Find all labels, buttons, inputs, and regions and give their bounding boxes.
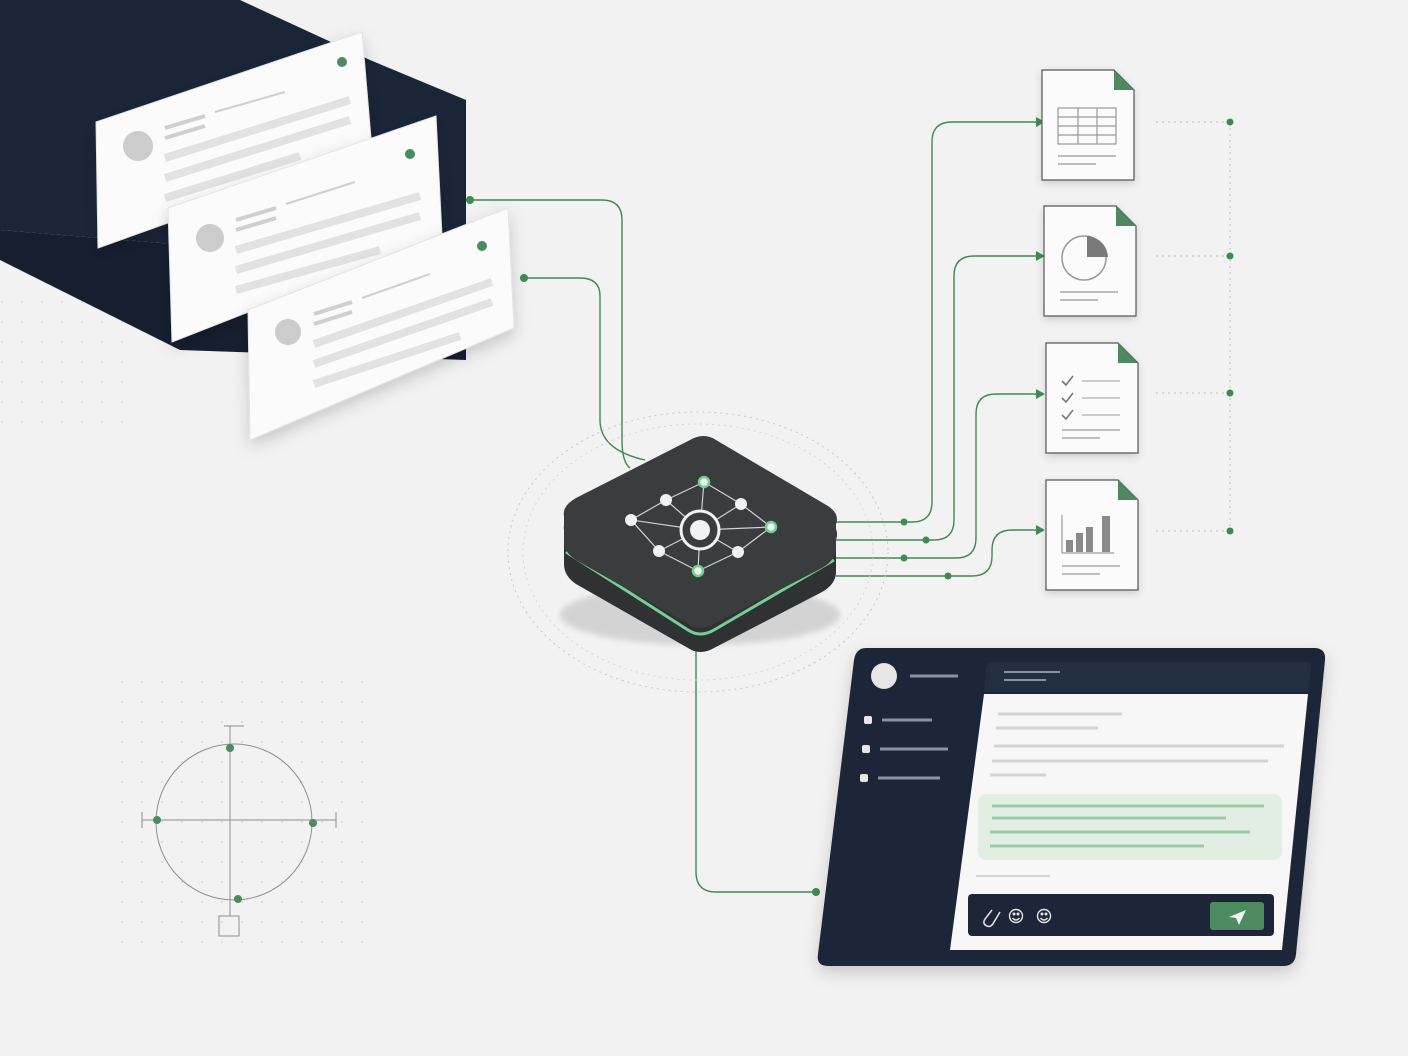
sidebar-item[interactable]	[860, 774, 940, 782]
sidebar-item[interactable]	[862, 745, 948, 753]
connector-hub-to-spreadsheet	[836, 121, 1036, 523]
bar-chart-icon	[1061, 515, 1114, 554]
document-checklist[interactable]	[1045, 342, 1139, 454]
document-pie-chart[interactable]	[1043, 205, 1137, 317]
message-card[interactable]	[95, 31, 373, 249]
avatar	[275, 319, 301, 345]
emoji-icon[interactable]	[1036, 908, 1052, 924]
document-bar-chart[interactable]	[1045, 479, 1139, 591]
chat-window	[817, 648, 1326, 966]
emoji-icon[interactable]	[1008, 908, 1024, 924]
crosshair-target-icon	[141, 725, 337, 937]
chat-header	[984, 662, 1312, 692]
avatar	[871, 663, 897, 689]
chat-composer[interactable]	[968, 894, 1274, 936]
paper-plane-send-icon	[1229, 910, 1246, 925]
chat-messages	[990, 712, 1284, 777]
connector-hub-to-barchart	[836, 529, 1036, 577]
connector-hub-to-card-2	[466, 199, 631, 469]
avatar	[196, 224, 224, 252]
status-dot	[477, 241, 487, 251]
checklist-icon	[1061, 375, 1120, 421]
hub-glow-band	[565, 550, 835, 636]
connector-hub-to-chat	[695, 650, 818, 893]
connector-nodes	[466, 117, 1045, 896]
avatar	[123, 131, 153, 161]
documents	[1041, 69, 1139, 591]
dot-grid-bottom-left	[110, 670, 370, 950]
spreadsheet-table-icon	[1057, 107, 1117, 145]
status-dot	[405, 149, 415, 159]
dot-grid-top-left	[0, 300, 130, 440]
chat-sidebar	[860, 716, 948, 782]
central-hub[interactable]	[507, 411, 889, 693]
paperclip-icon[interactable]	[983, 909, 1001, 928]
document-bracket	[1156, 118, 1234, 535]
network-hub-icon	[625, 475, 778, 578]
status-dot	[337, 57, 347, 67]
connector-hub-to-pie	[836, 255, 1036, 541]
pie-chart-icon	[1061, 235, 1108, 281]
hub-radar-ring-inner	[522, 423, 874, 681]
document-spreadsheet[interactable]	[1041, 69, 1135, 181]
send-button[interactable]	[1210, 902, 1264, 930]
connector-hub-to-card-3	[520, 277, 646, 461]
reply-bubble-lines	[990, 804, 1264, 848]
message-card[interactable]	[247, 207, 515, 441]
sidebar-item[interactable]	[864, 716, 932, 724]
hub-radar-ring-outer	[507, 411, 889, 693]
connectors	[466, 121, 1036, 893]
connector-hub-to-checklist	[836, 393, 1036, 559]
reply-bubble	[978, 794, 1282, 860]
message-cards	[95, 31, 515, 441]
